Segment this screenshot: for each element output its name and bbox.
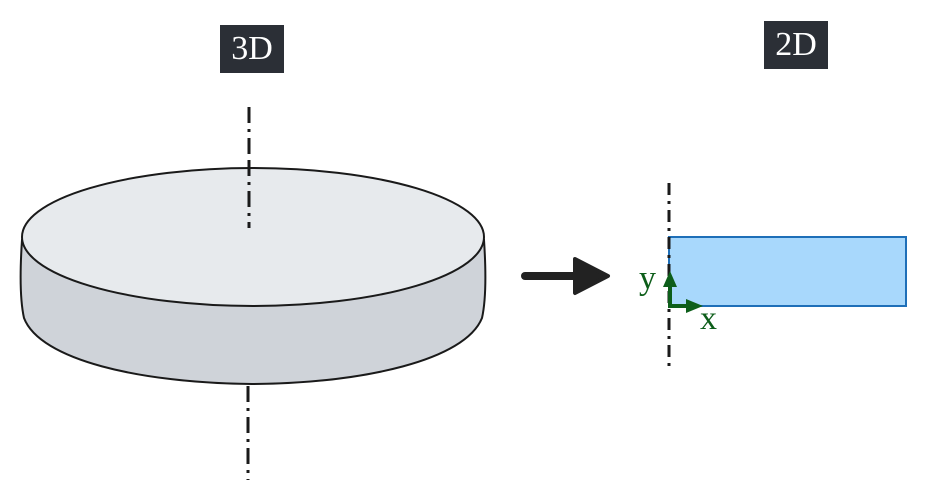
y-axis-arrow-icon (663, 271, 677, 306)
arrow-right-icon (521, 257, 610, 295)
label-3d: 3D (220, 25, 284, 73)
label-2d: 2D (764, 21, 828, 69)
disk-top (21, 167, 485, 307)
y-axis-label: y (639, 260, 656, 297)
x-axis-arrow-icon (668, 299, 703, 313)
x-axis-label: x (700, 300, 717, 337)
cross-section-rect (668, 236, 907, 307)
